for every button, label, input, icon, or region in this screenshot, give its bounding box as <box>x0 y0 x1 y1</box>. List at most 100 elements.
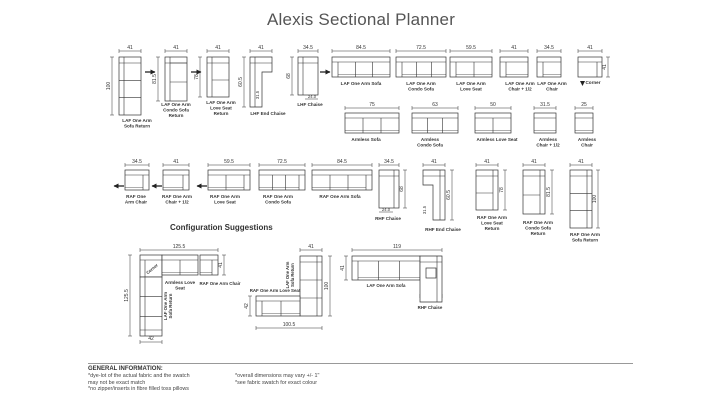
dimension-value: 31.5 <box>422 205 427 214</box>
piece-label: Condo Sofa <box>163 107 189 112</box>
piece-label: RHF Chaise <box>418 305 443 310</box>
dimension-value: 60.5 <box>238 77 244 87</box>
general-info-line: *dye-lot of the actual fabric and the sw… <box>88 373 190 379</box>
dimension-value: 72.5 <box>416 45 426 51</box>
piece-label: Chair + 1/2 <box>536 142 560 147</box>
piece-label: Love Seat <box>214 199 236 204</box>
dimension-value: 81.5 <box>546 187 552 197</box>
piece-label: LAF One Arm <box>406 81 435 86</box>
piece-label: Condo Sofa <box>417 142 443 147</box>
piece-label: LHF End Chaise <box>250 111 286 116</box>
dimension-value: 34.5 <box>303 45 313 51</box>
dimension-value: 59.5 <box>224 159 234 165</box>
piece-label: Return <box>485 226 500 231</box>
dimension-value: 31.5 <box>255 90 260 99</box>
dimension-value: 41 <box>340 265 346 271</box>
piece-outline <box>577 56 603 78</box>
piece-label: Condo Sofa <box>525 225 551 230</box>
piece-label: Corner <box>585 80 600 85</box>
piece-label: LAF One Arm Sofa <box>367 283 406 288</box>
dimension-value: 41 <box>173 159 179 165</box>
dimension-value: 41 <box>218 262 224 268</box>
dimension-value: 68 <box>399 186 405 192</box>
dimension-value: 41 <box>173 45 179 51</box>
dimension-value: 41 <box>531 159 537 165</box>
general-info-right: *overall dimensions may vary +/- 1" *see… <box>235 373 435 386</box>
piece-outline <box>411 112 459 134</box>
dimension-value: 41 <box>431 159 437 165</box>
piece-label: LHF Chaise <box>297 102 323 107</box>
piece-label: Arm Chair <box>125 199 147 204</box>
dimension-value: 34.5 <box>384 159 394 165</box>
piece-label: Love Seat <box>460 86 482 91</box>
piece-label: Chair <box>546 86 558 91</box>
dimension-value: 78 <box>194 74 200 80</box>
dimension-value: 84.5 <box>337 159 347 165</box>
piece-outline <box>422 169 446 221</box>
dimension-value: 41 <box>511 45 517 51</box>
piece-label: Sofa Return <box>290 263 295 287</box>
piece-label: Love Seat <box>210 105 232 110</box>
general-info-line: *no zipper/inserts in fibre filled toss … <box>88 386 189 393</box>
piece-label: RAF One Arm <box>477 215 507 220</box>
dimension-value: 41 <box>258 45 264 51</box>
dimension-value: 100 <box>592 195 598 204</box>
piece-label: Sofa Return <box>572 237 598 242</box>
piece-outline <box>258 169 306 191</box>
piece-label: Armless <box>578 137 597 142</box>
piece-label: Armless Love Seat <box>476 137 518 142</box>
dimension-value: 100 <box>106 82 112 91</box>
piece-label: LAF One Arm <box>505 81 534 86</box>
piece-outline <box>118 56 142 116</box>
piece-label: RAF One Arm <box>263 194 293 199</box>
general-info-line: *see fabric swatch for exact colour <box>235 379 318 386</box>
piece-label: RAF One Arm <box>523 220 553 225</box>
piece-label: Return <box>531 231 546 236</box>
dimension-value: 24.0 <box>308 94 317 99</box>
piece-label: RAF One Arm Sofa <box>319 194 361 199</box>
dimension-value: 41 <box>215 45 221 51</box>
direction-arrow <box>580 81 585 86</box>
dimension-value: 25 <box>581 102 587 108</box>
piece-outline <box>475 169 499 211</box>
dimension-value: 50 <box>490 102 496 108</box>
piece-label: RAF One Arm Chair <box>199 281 240 286</box>
config-suggestions-heading: Configuration Suggestions <box>170 223 273 232</box>
dimension-value: 59.5 <box>466 45 476 51</box>
piece-outline <box>162 169 190 191</box>
piece-label: LAF One Arm <box>537 81 566 86</box>
general-info-heading: GENERAL INFORMATION: <box>88 366 163 372</box>
dimension-value: 42 <box>148 336 154 342</box>
dimension-value: 119 <box>393 244 401 250</box>
dimension-value: 24.0 <box>382 207 391 212</box>
dimension-value: 68 <box>286 73 292 79</box>
dimension-value: 41 <box>602 64 608 70</box>
piece-outline <box>199 254 219 276</box>
piece-outline <box>395 56 447 78</box>
dimension-value: 34.5 <box>132 159 142 165</box>
piece-outline <box>255 295 301 317</box>
dimension-value: 34.5 <box>544 45 554 51</box>
piece-outline <box>311 169 373 191</box>
piece-label: Armless <box>421 137 440 142</box>
piece-label: RAF One Arm <box>210 194 240 199</box>
